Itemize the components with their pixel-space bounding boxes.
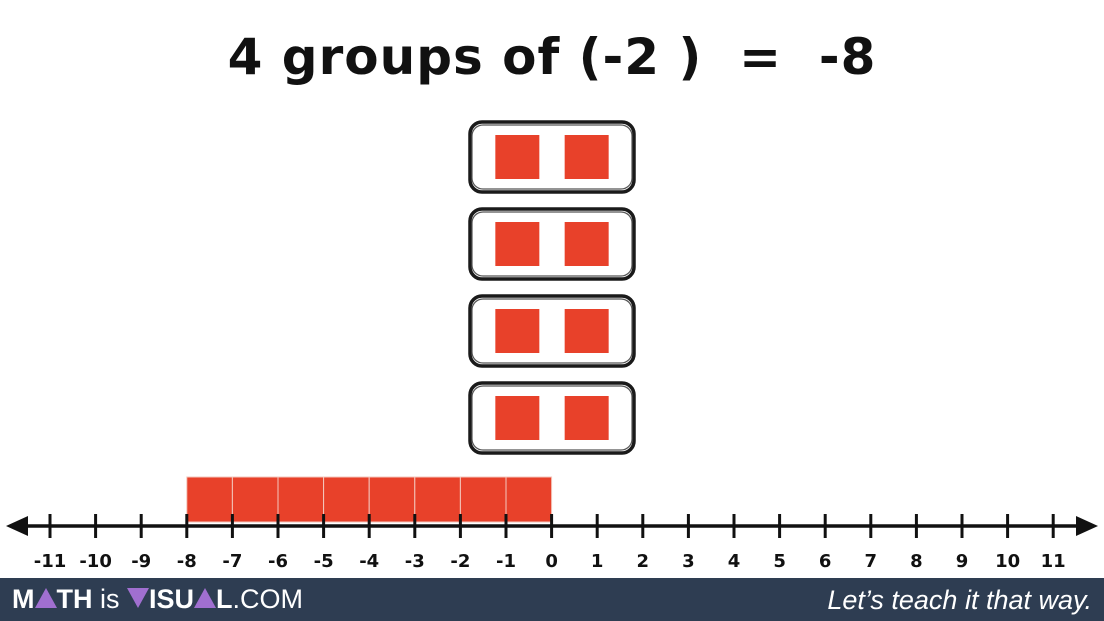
tick-label: -7 [222, 551, 242, 572]
tick-label: 2 [637, 551, 650, 572]
counter-square [564, 222, 609, 266]
bar-counter [231, 476, 279, 523]
page-title: 4 groups of (-2 ) = -8 [227, 28, 877, 86]
tick-label: -9 [131, 551, 151, 572]
tick-label: 9 [956, 551, 969, 572]
counter-square [564, 309, 609, 353]
bar-counter [277, 476, 325, 523]
tick-label: -8 [177, 551, 197, 572]
brand-suffix: .COM [232, 584, 304, 614]
tick-label: -4 [359, 551, 379, 572]
tick-label: 6 [819, 551, 832, 572]
tick-label: -1 [496, 551, 516, 572]
footer-bar: M TH is ISU L.COM Let’s teach it that way. [0, 578, 1104, 621]
group-box-outline [468, 120, 636, 194]
tick-label: 11 [1041, 551, 1066, 572]
tick-label: 8 [910, 551, 923, 572]
right-arrow-icon [1076, 516, 1098, 536]
counter-bar [186, 476, 553, 523]
bar-counter [323, 476, 370, 523]
counter-square [495, 222, 540, 266]
bar-counter [414, 476, 461, 523]
tick-label: 3 [682, 551, 695, 572]
group-box-outline [468, 381, 636, 455]
group-boxes [468, 120, 636, 455]
tick-label: -11 [34, 551, 67, 572]
group-box [468, 120, 636, 194]
tick-label: 0 [545, 551, 558, 572]
group-box-outline-inner [471, 124, 633, 190]
tick-label: -5 [314, 551, 334, 572]
group-box-outline-inner [471, 385, 633, 451]
bar-counter [459, 476, 507, 523]
bar-counter [368, 476, 416, 523]
tick-label: 4 [728, 551, 741, 572]
tick-label: -2 [450, 551, 470, 572]
triangle-up-icon [34, 588, 57, 608]
brand-is: is [92, 584, 128, 614]
counter-square [564, 396, 609, 440]
brand-letter-l: L [216, 584, 233, 614]
tick-label: 1 [591, 551, 604, 572]
brand-letter-m: M [12, 584, 35, 614]
brand-logo[interactable]: M TH is ISU L.COM [12, 584, 303, 614]
tagline: Let’s teach it that way. [827, 585, 1092, 615]
brand-letters-th: TH [56, 584, 93, 614]
tick-label: -6 [268, 551, 288, 572]
tick-label: -3 [405, 551, 425, 572]
bar-counter [186, 476, 233, 523]
triangle-up-icon-2 [194, 588, 217, 608]
tick-label: 5 [773, 551, 786, 572]
tick-label: -10 [79, 551, 112, 572]
group-box-outline [468, 207, 636, 281]
tick-label: 10 [995, 551, 1020, 572]
triangle-down-icon [127, 588, 150, 608]
counter-square [564, 135, 609, 179]
brand-letters-isu: ISU [149, 584, 195, 614]
counter-square [495, 309, 540, 353]
group-box [468, 207, 636, 281]
bar-counter [505, 476, 553, 523]
tick-label: 7 [865, 551, 878, 572]
group-box [468, 381, 636, 455]
group-box-outline [468, 294, 636, 368]
left-arrow-icon [6, 516, 28, 536]
group-box-outline-inner [471, 211, 633, 277]
counter-square [495, 396, 540, 440]
counter-square [495, 135, 540, 179]
group-box [468, 294, 636, 368]
group-box-outline-inner [471, 298, 633, 364]
